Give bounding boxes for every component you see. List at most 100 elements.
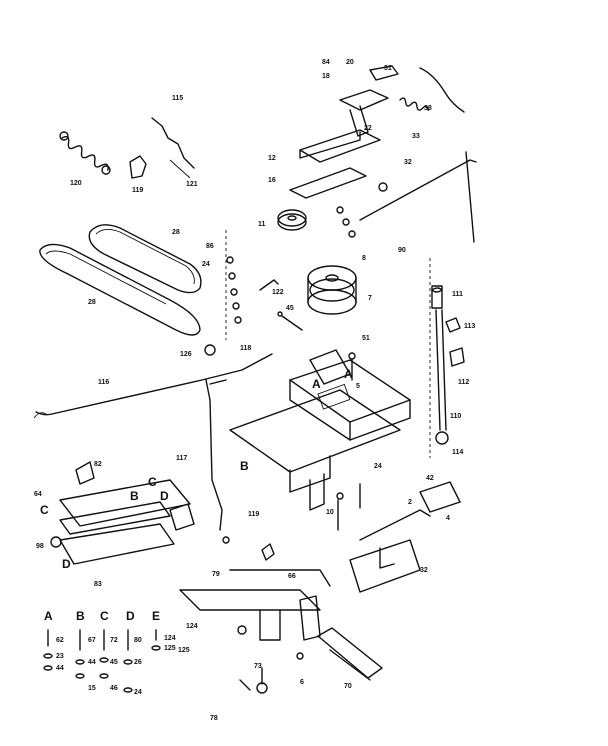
lower-bolts	[239, 652, 304, 694]
legend-C-1: 72	[110, 637, 118, 644]
callout-31-top: 31	[384, 65, 392, 72]
callout-79: 79	[212, 571, 220, 578]
callout-22: 22	[364, 125, 372, 132]
ref-letter-D-left: D	[160, 489, 169, 503]
legend-A-1: 62	[56, 637, 64, 644]
legend-D-3: 24	[134, 689, 142, 696]
hardware-stack-top	[336, 182, 388, 238]
hardware-legend: A B C D E 62 23 44 67 44 15 72 45 46 80 …	[43, 609, 176, 696]
main-frame-part	[229, 349, 411, 511]
callout-38-top: 38	[424, 105, 432, 112]
callout-126: 126	[180, 351, 192, 358]
lever-rod-part	[205, 379, 227, 531]
callout-117: 117	[176, 455, 187, 462]
ref-letter-A-main-2: A	[344, 367, 353, 381]
legend-D-1: 80	[134, 637, 142, 644]
idler-arm-assembly	[289, 65, 399, 199]
callout-16-top: 16	[268, 177, 276, 184]
legend-B-2: 44	[88, 659, 96, 666]
legend-letter-D: D	[126, 609, 135, 623]
callout-24-left: 24	[202, 261, 210, 268]
ref-letter-A-main: A	[312, 377, 321, 391]
callout-42: 42	[426, 475, 434, 482]
callout-32-right: 32	[420, 567, 428, 574]
callout-51: 51	[362, 335, 370, 342]
legend-E-1: 124	[164, 635, 176, 642]
callout-45: 45	[286, 305, 294, 312]
control-cable-part	[33, 344, 273, 419]
spring-top-right-part	[399, 67, 465, 113]
callout-121: 121	[186, 181, 198, 188]
legend-letter-B: B	[76, 609, 85, 623]
callout-8: 8	[362, 255, 366, 262]
callout-12-top: 12	[268, 155, 276, 162]
legend-A-3: 44	[56, 665, 64, 672]
callout-90: 90	[398, 247, 406, 254]
callout-124: 124	[186, 623, 198, 630]
idler-pulley-part	[277, 209, 307, 231]
ref-letter-B-left: B	[130, 489, 139, 503]
legend-C-2: 45	[110, 659, 118, 666]
shift-rod-part	[431, 285, 449, 445]
callout-33-top: 33	[412, 133, 420, 140]
legend-D-2: 26	[134, 659, 142, 666]
right-lever-bracket	[349, 481, 461, 593]
callout-73: 73	[254, 663, 262, 670]
callout-86: 86	[206, 243, 214, 250]
callout-18-top: 18	[322, 73, 330, 80]
callout-32-top: 32	[404, 159, 412, 166]
lower-frame-part	[179, 536, 331, 641]
ref-letter-C-left: C	[148, 475, 157, 489]
hook-rod-part	[151, 117, 195, 179]
pin-45-part	[277, 311, 303, 331]
legend-B-1: 67	[88, 637, 96, 644]
callout-2: 2	[408, 499, 412, 506]
callout-7: 7	[368, 295, 372, 302]
pedal-arm-part	[317, 627, 383, 681]
callout-116: 116	[98, 379, 109, 386]
callout-98: 98	[36, 543, 44, 550]
callout-114: 114	[452, 449, 463, 456]
frame-bolts	[336, 352, 361, 531]
left-mounting-plate	[50, 461, 195, 565]
legend-E-2: 125	[164, 645, 176, 652]
callout-28-belt-b: 28	[88, 299, 96, 306]
legend-C-3: 46	[110, 685, 118, 692]
callout-119: 119	[132, 187, 143, 194]
ref-letter-D-left-2: D	[62, 557, 71, 571]
callout-24-frame: 24	[374, 463, 382, 470]
callout-78: 78	[210, 715, 218, 722]
v-belt-upper-part	[88, 224, 202, 294]
callout-113: 113	[464, 323, 475, 330]
callout-70: 70	[344, 683, 352, 690]
legend-letter-A: A	[44, 609, 53, 623]
callout-20-top: 20	[346, 59, 354, 66]
callout-115: 115	[172, 95, 183, 102]
callout-122: 122	[272, 289, 284, 296]
v-belt-lower-part	[39, 243, 201, 336]
callout-64: 64	[34, 491, 42, 498]
hardware-column-left	[226, 256, 279, 324]
callout-83: 83	[94, 581, 102, 588]
extension-spring-part	[59, 131, 111, 175]
callout-82: 82	[94, 461, 102, 468]
drive-pulley-part	[307, 265, 357, 315]
callout-120: 120	[70, 180, 82, 187]
callout-10: 10	[326, 509, 334, 516]
callout-5: 5	[356, 383, 360, 390]
bracket-113-part	[445, 317, 465, 367]
callout-119-b: 119	[248, 511, 259, 518]
ref-letter-B-main: B	[240, 459, 249, 473]
legend-letter-C: C	[100, 609, 109, 623]
ref-letter-C-left-2: C	[40, 503, 49, 517]
callout-118: 118	[240, 345, 251, 352]
callout-11: 11	[258, 221, 266, 228]
legend-letter-E: E	[152, 609, 160, 623]
callout-66: 66	[288, 573, 296, 580]
callout-84-top: 84	[322, 59, 330, 66]
legend-B-3: 15	[88, 685, 96, 692]
callout-6: 6	[300, 679, 304, 686]
callout-125: 125	[178, 647, 190, 654]
bracket-part	[129, 155, 147, 179]
